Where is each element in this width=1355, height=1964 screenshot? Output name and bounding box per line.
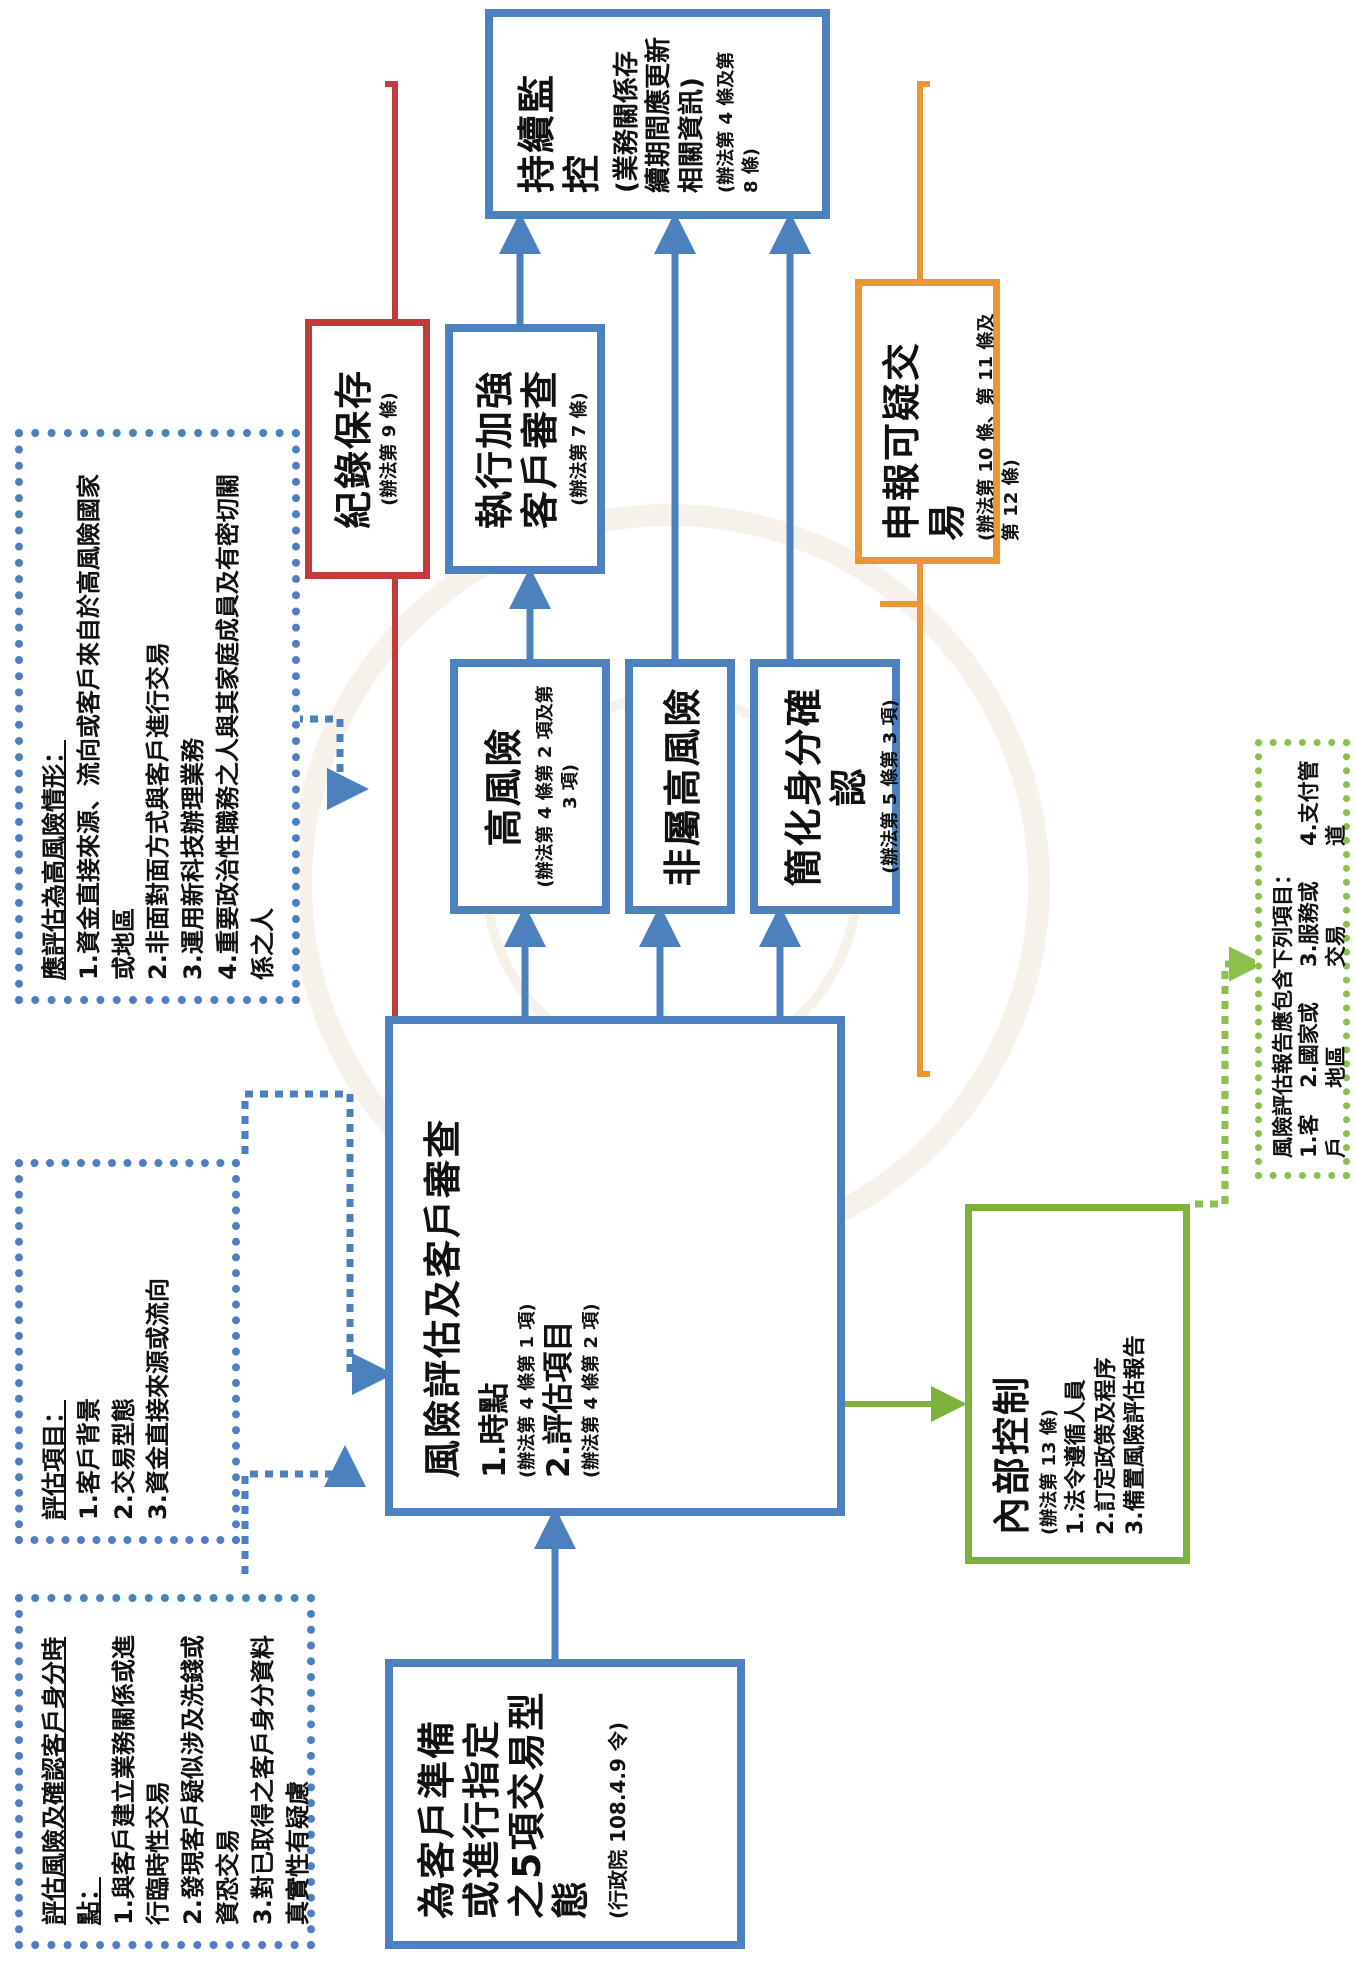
- enhanced-review-ref: (辦法第 7 條): [568, 392, 590, 506]
- report-content-heading: 風險評估報告應包含下列項目：: [1271, 864, 1295, 1158]
- enhanced-review-title: 執行加強客戶審查: [473, 369, 562, 530]
- internal-control-item: 3.備置風險評估報告: [1123, 1335, 1149, 1535]
- simplified-ref: (辦法第 5 條第 3 項): [879, 699, 901, 874]
- not-high-risk-box: 非屬高風險: [625, 659, 735, 914]
- start-box-title: 為客戶準備或進行指定之5項交易型態: [415, 1690, 594, 1919]
- monitoring-sub: (業務關係存續期間應更新相關資訊): [611, 36, 707, 193]
- assess-ref-2: (辦法第 4 條第 2 項): [580, 1303, 602, 1478]
- timing-note: 評估風險及確認客戶身分時點： 1.與客戶建立業務關係或進行臨時性交易 2.發現客…: [15, 1594, 315, 1949]
- arrow-highrisk-note-to-high: [295, 715, 369, 810]
- record-bracket: [385, 81, 398, 1107]
- risk-assessment-box: 風險評估及客戶審查 1.時點 (辦法第 4 條第 1 項) 2.評估項目 (辦法…: [385, 1016, 845, 1516]
- items-note-heading: 評估項目：: [40, 1400, 68, 1520]
- simplified-box: 簡化身分確認 (辦法第 5 條第 3 項): [750, 659, 901, 914]
- arrow-internal-to-report-note: [1195, 946, 1264, 1208]
- start-box-ref: (行政院 108.4.9 令): [606, 1722, 631, 1919]
- high-risk-note: 應評估為高風險情形： 1.資金直接來源、流向或客戶來自於高風險國家或地區 2.非…: [15, 429, 300, 1004]
- high-risk-note-item: 2.非面對面方式與客戶進行交易: [144, 642, 173, 980]
- high-risk-note-item: 1.資金直接來源、流向或客戶來自於高風險國家或地區: [74, 474, 138, 980]
- assess-item-timing: 1.時點: [476, 1382, 513, 1478]
- arrow-timing-note-to-assess: [241, 1445, 366, 1574]
- internal-control-title: 內部控制: [990, 1374, 1034, 1535]
- report-content-note: 風險評估報告應包含下列項目： 1.客戶 2.國家或地區 3.服務或交易 4.支付…: [1255, 739, 1350, 1179]
- high-risk-note-item: 4.重要政治性職務之人與其家庭成員及有密切關係之人: [213, 474, 277, 980]
- report-suspicious-ref: (辦法第 10 條、第 11 條及第 12 條): [975, 313, 1022, 541]
- assess-ref-1: (辦法第 4 條第 1 項): [516, 1303, 538, 1478]
- report-content-item: 3.服務或交易: [1297, 881, 1348, 967]
- internal-control-ref: (辦法第 13 條): [1038, 1408, 1060, 1535]
- high-risk-ref: (辦法第 4 條第 2 項及第 3 項): [534, 685, 582, 888]
- high-risk-note-item: 3.運用新科技辦理業務: [179, 738, 208, 980]
- not-high-risk-title: 非屬高風險: [661, 686, 705, 887]
- report-content-item: 1.客戶: [1297, 1114, 1348, 1158]
- high-risk-box: 高風險 (辦法第 4 條第 2 項及第 3 項): [450, 659, 610, 914]
- monitoring-title: 持續監控: [515, 72, 604, 193]
- internal-control-item: 2.訂定政策及程序: [1093, 1357, 1119, 1535]
- assess-item-scope: 2.評估項目: [540, 1320, 577, 1478]
- internal-control-item: 1.法令遵循人員: [1064, 1379, 1090, 1535]
- report-suspicious-title: 申報可疑交易: [880, 340, 969, 541]
- report-content-item: 4.支付管道: [1297, 760, 1348, 847]
- enhanced-review-box: 執行加強客戶審查 (辦法第 7 條): [445, 324, 605, 574]
- record-keeping-ref: (辦法第 9 條): [378, 392, 400, 506]
- monitoring-ref: (辦法第 4 條及第 8 條): [716, 51, 763, 193]
- items-note-item: 2.交易型態: [109, 1398, 138, 1520]
- record-keeping-title: 紀錄保存: [332, 369, 376, 530]
- high-risk-title: 高風險: [482, 726, 526, 847]
- items-note-item: 1.客戶背景: [74, 1398, 103, 1520]
- items-note: 評估項目： 1.客戶背景 2.交易型態 3.資金直接來源或流向: [15, 1159, 240, 1544]
- record-keeping-box: 紀錄保存 (辦法第 9 條): [305, 319, 430, 579]
- internal-control-box: 內部控制 (辦法第 13 條) 1.法令遵循人員 2.訂定政策及程序 3.備置風…: [965, 1204, 1190, 1564]
- timing-note-heading: 評估風險及確認客戶身分時點：: [40, 1637, 103, 1925]
- timing-note-item: 3.對已取得之客戶身分資料真實性有疑慮: [248, 1635, 312, 1925]
- timing-note-item: 1.與客戶建立業務關係或進行臨時性交易: [109, 1635, 173, 1925]
- timing-note-item: 2.發現客戶疑似涉及洗錢或資恐交易: [179, 1635, 242, 1925]
- risk-assessment-title: 風險評估及客戶審查: [421, 1117, 465, 1478]
- high-risk-note-heading: 應評估為高風險情形：: [40, 740, 68, 980]
- monitoring-box: 持續監控 (業務關係存續期間應更新相關資訊) (辦法第 4 條及第 8 條): [485, 9, 830, 219]
- report-bracket: [917, 81, 930, 1077]
- report-suspicious-box: 申報可疑交易 (辦法第 10 條、第 11 條及第 12 條): [855, 279, 1022, 564]
- report-content-item: 2.國家或地區: [1297, 1002, 1348, 1088]
- items-note-item: 3.資金直接來源或流向: [144, 1278, 173, 1520]
- simplified-title: 簡化身分確認: [782, 686, 871, 887]
- arrow-items-note-to-assess: [241, 1090, 394, 1395]
- start-box: 為客戶準備或進行指定之5項交易型態 (行政院 108.4.9 令): [385, 1659, 745, 1949]
